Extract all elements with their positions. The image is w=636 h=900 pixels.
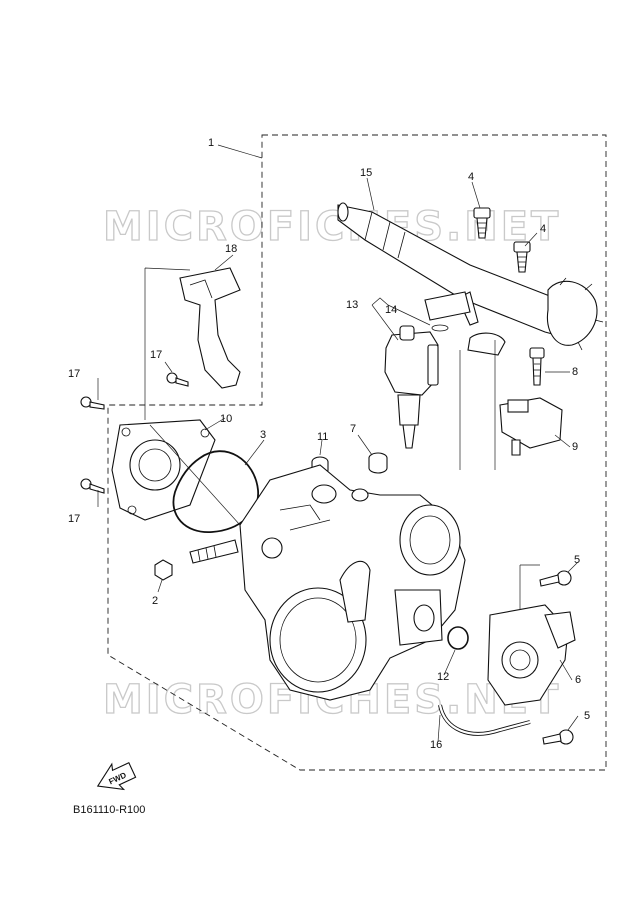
callout-13: 13 — [346, 299, 358, 311]
callout-3: 3 — [260, 429, 266, 441]
callout-17-left-bottom: 17 — [68, 513, 80, 525]
screw-5-lower — [542, 729, 574, 745]
injector-assembly — [384, 291, 471, 449]
callout-4-upper: 4 — [468, 171, 474, 183]
screw-17-left-bottom — [80, 478, 105, 494]
o-ring-12 — [447, 626, 469, 650]
sensor-9 — [499, 397, 563, 456]
callout-7: 7 — [350, 423, 356, 435]
bolt-8 — [529, 347, 545, 386]
diagram-code: B161110-R100 — [73, 804, 145, 816]
callout-6: 6 — [575, 674, 581, 686]
screw-17-center — [166, 372, 189, 387]
callout-5-upper: 5 — [574, 554, 580, 566]
callout-2: 2 — [152, 595, 158, 607]
cover-plate-10 — [111, 419, 216, 521]
screw-5-upper — [539, 570, 572, 587]
callout-11: 11 — [317, 431, 328, 443]
nut-2 — [154, 539, 239, 581]
screw-4-lower — [513, 241, 531, 273]
callout-14: 14 — [385, 304, 397, 316]
callout-8: 8 — [572, 366, 578, 378]
callouts: 1 15 4 4 18 13 14 17 8 17 10 3 11 7 9 17… — [68, 137, 590, 751]
callout-9: 9 — [572, 441, 578, 453]
throttle-body — [239, 464, 466, 701]
watermark-top: MICROFICHES.NET — [103, 204, 561, 250]
callout-17-center: 17 — [150, 349, 162, 361]
callout-4-lower: 4 — [540, 223, 546, 235]
screw-4-upper — [473, 207, 491, 239]
bracket-18 — [179, 267, 241, 389]
callout-15: 15 — [360, 167, 372, 179]
callout-5-lower: 5 — [584, 710, 590, 722]
callout-16: 16 — [430, 739, 442, 751]
forward-arrow-icon: FWD — [96, 761, 137, 791]
gasket-3 — [172, 450, 259, 533]
callout-10: 10 — [220, 413, 232, 425]
fuel-delivery-pipe — [337, 202, 604, 356]
callout-18: 18 — [225, 243, 237, 255]
callout-12: 12 — [437, 671, 449, 683]
throttle-position-sensor — [487, 604, 576, 706]
leader-lines — [97, 144, 579, 743]
callout-17-left-top: 17 — [68, 368, 80, 380]
callout-1: 1 — [208, 137, 214, 149]
screw-17-left-top — [80, 396, 105, 410]
hose-16-inner — [438, 704, 531, 735]
injector-seal — [368, 452, 388, 474]
